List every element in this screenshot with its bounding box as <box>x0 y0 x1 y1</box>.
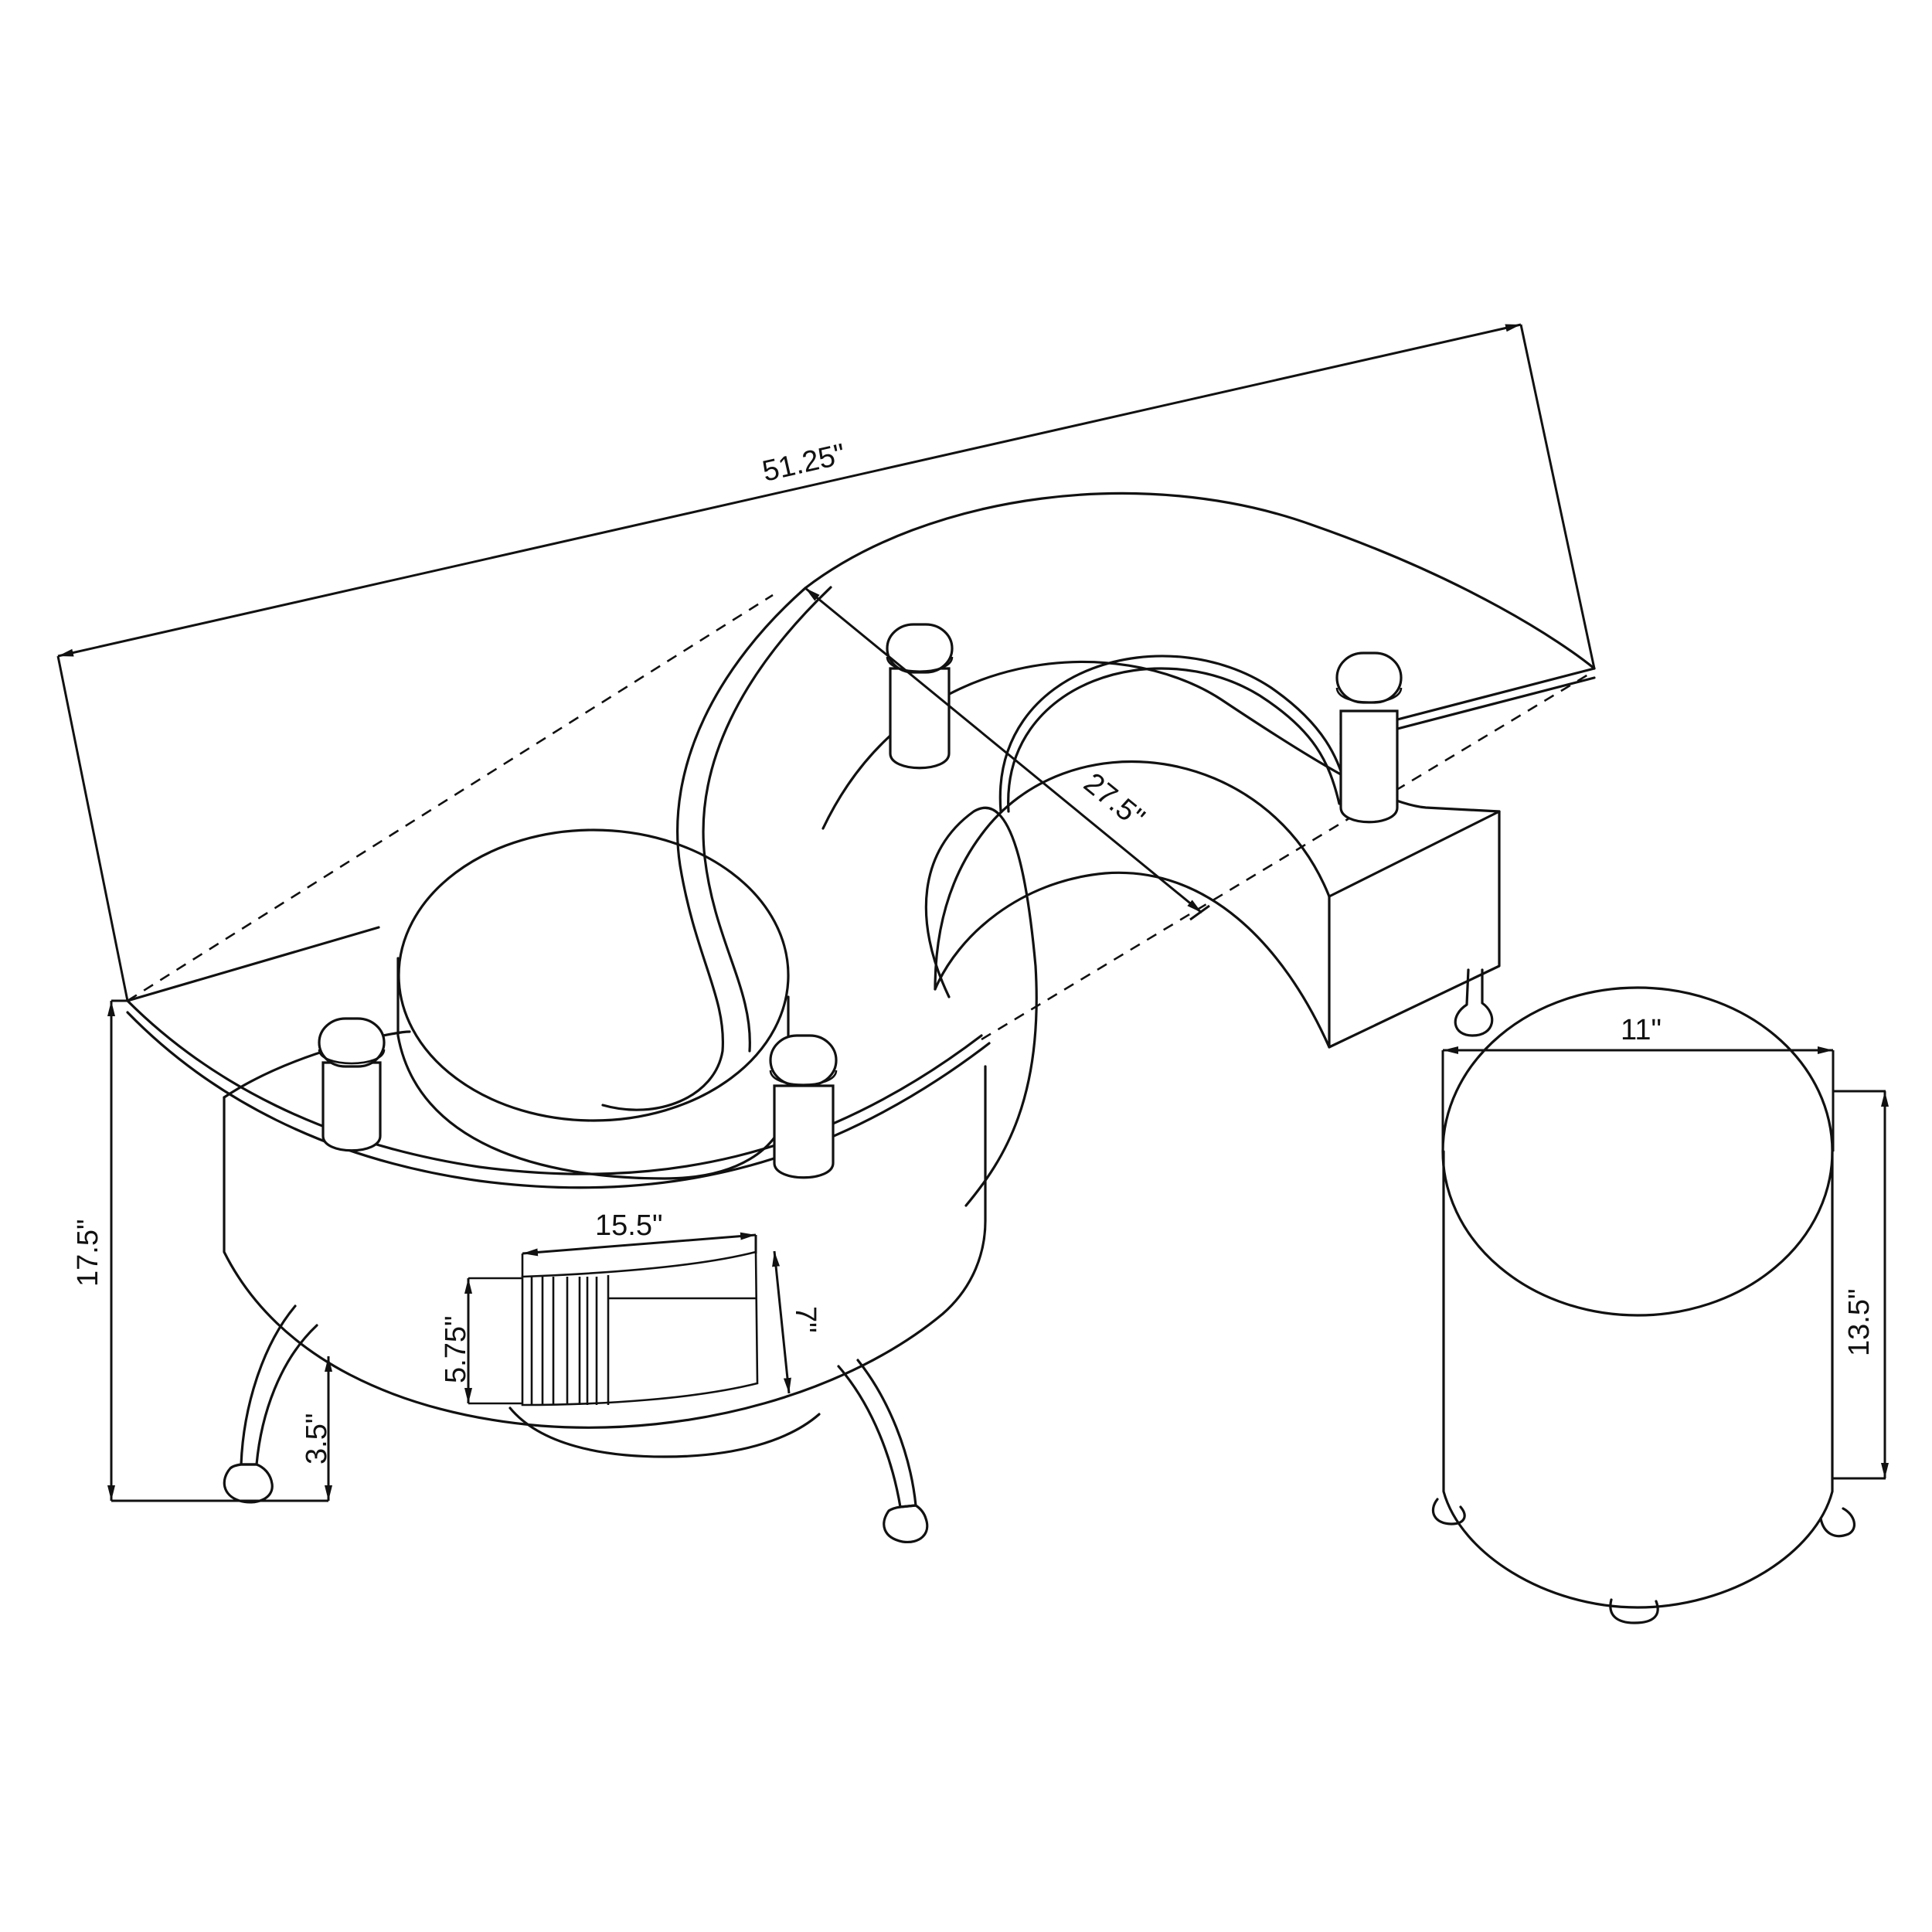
dimension-ottoman-diameter: 11" <box>1441 1014 1835 1151</box>
support-post <box>318 1017 386 1152</box>
label-shelf-depth: 7" <box>789 1306 821 1333</box>
label-ottoman-height: 13.5" <box>1843 1289 1876 1356</box>
label-shelf-height: 5.75" <box>440 1316 472 1383</box>
label-table-depth: 27.5" <box>1077 767 1150 835</box>
dimension-table-height: 17.5" <box>72 999 328 1502</box>
label-table-height: 17.5" <box>72 1219 104 1287</box>
dimension-shelf-depth: 7" <box>772 1250 821 1394</box>
dimension-shelf-width: 15.5" <box>522 1209 757 1257</box>
nested-ottoman-left <box>396 828 790 1180</box>
label-shelf-width: 15.5" <box>595 1209 662 1242</box>
coffee-table <box>126 492 1596 1543</box>
left-pedestal <box>223 1030 987 1543</box>
standalone-ottoman <box>1432 986 1856 1624</box>
dimension-table-depth: 27.5" <box>804 587 1210 921</box>
dimension-shelf-height: 5.75" <box>440 1278 472 1403</box>
support-post <box>886 623 954 770</box>
nested-ottoman-right <box>998 655 1350 813</box>
label-leg-clearance: 3.5" <box>301 1413 333 1464</box>
glass-tabletop <box>126 492 1596 1207</box>
dimension-ottoman-height: 13.5" <box>1832 1090 1889 1480</box>
label-ottoman-diameter: 11" <box>1621 1014 1662 1046</box>
dimension-leg-clearance: 3.5" <box>301 1356 333 1501</box>
support-post <box>769 1034 838 1179</box>
support-post <box>1335 651 1403 824</box>
